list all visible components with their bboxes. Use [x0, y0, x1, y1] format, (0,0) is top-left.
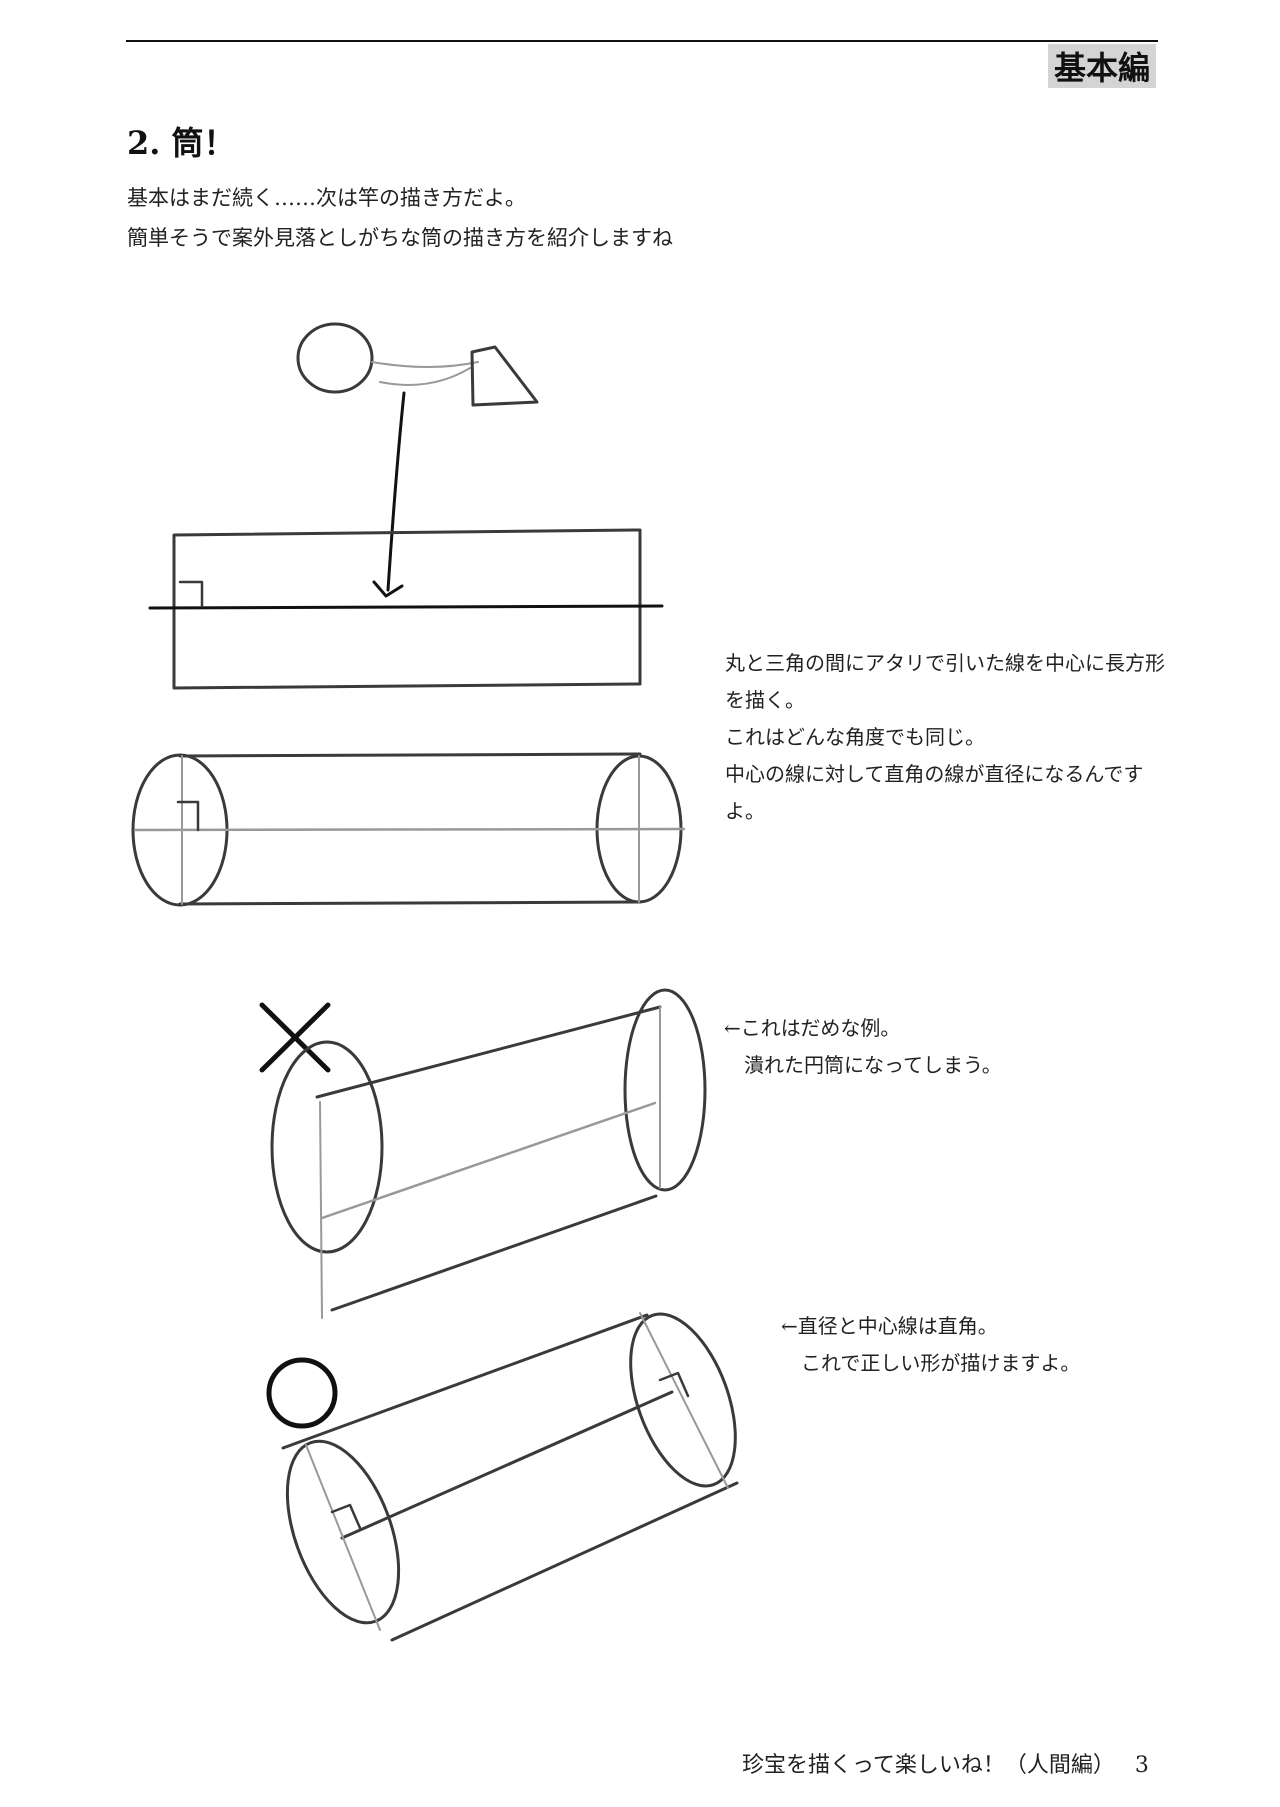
- note-line: ←直径と中心線は直角。: [781, 1314, 998, 1338]
- intro-line: 基本はまだ続く……次は竿の描き方だよ。: [127, 186, 526, 210]
- good-cylinder-sketch: [281, 1312, 739, 1642]
- note-line: 中心の線に対して直角の線が直径になるんですよ。: [725, 762, 1144, 823]
- bad-example-note: ←これはだめな例。 潰れた円筒になってしまう。: [724, 1010, 1002, 1084]
- note-line: これで正しい形が描けますよ。: [801, 1351, 1081, 1375]
- bad-mark-icon: [259, 1002, 331, 1073]
- chapter-badge: 基本編: [1048, 44, 1156, 88]
- horizontal-cylinder-sketch: [131, 752, 686, 907]
- note-line: 丸と三角の間にアタリで引いた線を中心に長方形を描く。: [725, 651, 1165, 712]
- note-line: ←これはだめな例。: [724, 1016, 901, 1040]
- note-line: これはどんな角度でも同じ。: [725, 725, 985, 749]
- bad-cylinder-sketch: [270, 988, 707, 1319]
- book-title: 珍宝を描くって楽しいね！（人間編）: [742, 1753, 1115, 1778]
- page-number: 3: [1134, 1753, 1149, 1778]
- intro-text: 基本はまだ続く……次は竿の描き方だよ。 簡単そうで案外見落としがちな筒の描き方を…: [127, 178, 673, 258]
- header-rule: [126, 40, 1158, 42]
- guide-circle-triangle-sketch: [296, 322, 539, 598]
- page-footer: 珍宝を描くって楽しいね！（人間編） 3: [742, 1747, 1149, 1779]
- intro-line: 簡単そうで案外見落としがちな筒の描き方を紹介しますね: [127, 226, 673, 250]
- section-title: 2. 筒！: [127, 124, 236, 162]
- good-mark-icon: [266, 1357, 338, 1429]
- good-example-note: ←直径と中心線は直角。 これで正しい形が描けますよ。: [781, 1308, 1080, 1382]
- note-line: 潰れた円筒になってしまう。: [744, 1053, 1002, 1077]
- rectangle-sketch: [148, 528, 664, 690]
- explanation-note: 丸と三角の間にアタリで引いた線を中心に長方形を描く。 これはどんな角度でも同じ。…: [725, 645, 1165, 830]
